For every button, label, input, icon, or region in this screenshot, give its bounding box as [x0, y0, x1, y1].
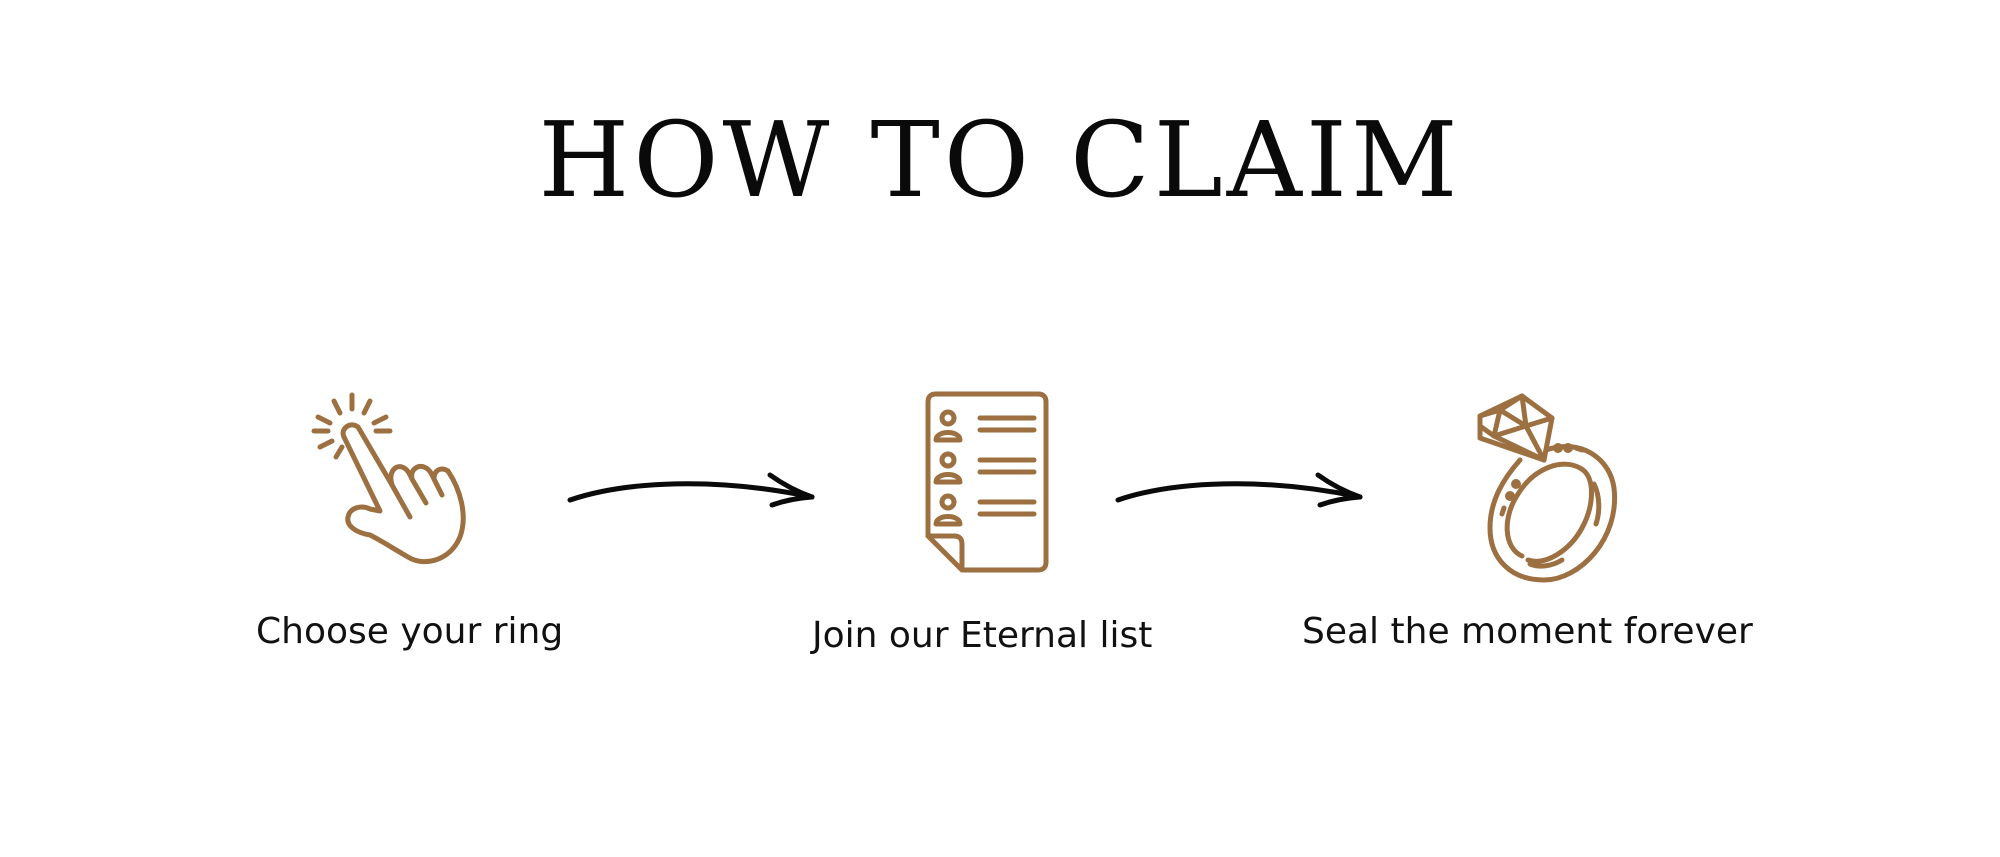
arrow-connector-2 [1114, 465, 1368, 515]
step-1 [300, 385, 480, 575]
arrow-connector-1 [566, 465, 820, 515]
step-3-label: Seal the moment forever [1302, 611, 1753, 652]
page-title: HOW TO CLAIM [538, 99, 1462, 221]
step-1-label: Choose your ring [256, 611, 564, 652]
tap-hand-icon [311, 392, 466, 565]
step-3 [1470, 388, 1630, 588]
list-document-icon [925, 391, 1049, 573]
step-2 [910, 390, 1050, 580]
step-2-label: Join our Eternal list [812, 615, 1153, 656]
diamond-ring-icon [1477, 393, 1618, 583]
arrow-right-icon [1115, 472, 1363, 508]
arrow-right-icon [567, 472, 815, 508]
